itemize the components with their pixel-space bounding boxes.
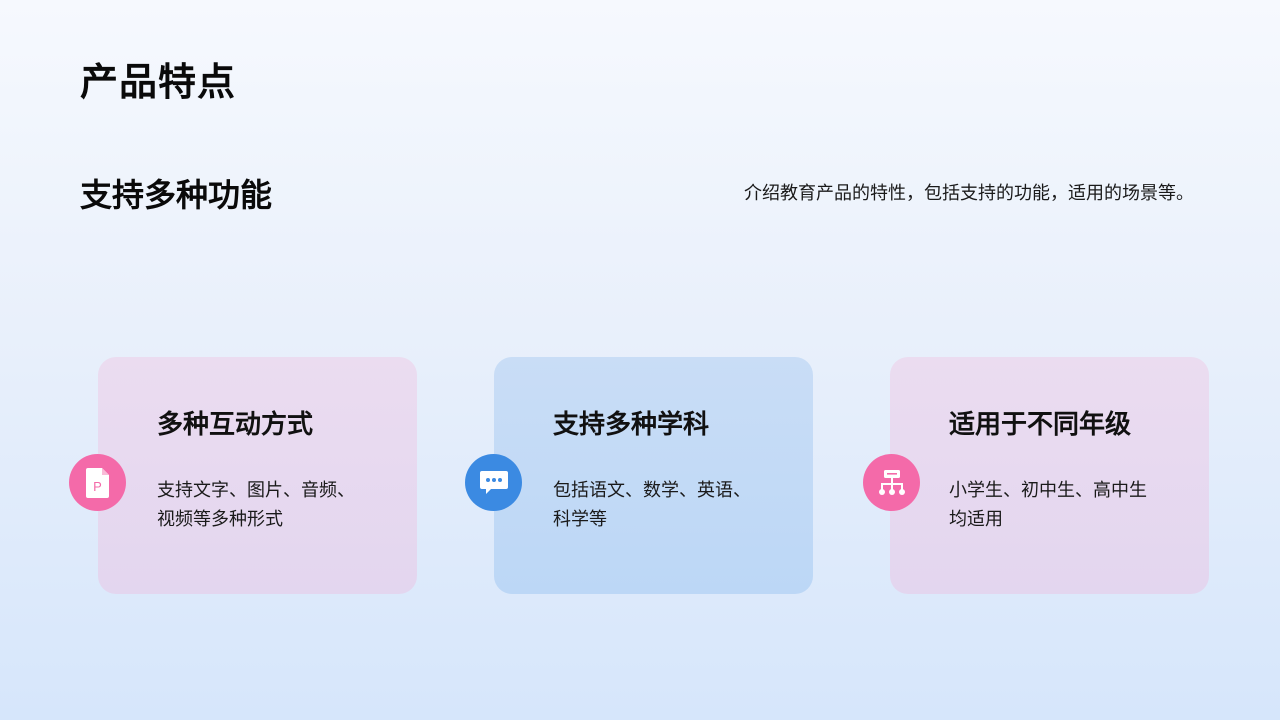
card-title: 支持多种学科 xyxy=(553,410,710,440)
section-description: 介绍教育产品的特性，包括支持的功能，适用的场景等。 xyxy=(744,183,1194,204)
svg-text:P: P xyxy=(93,479,102,494)
section-title: 支持多种功能 xyxy=(80,176,273,214)
card-text: 支持文字、图片、音频、视频等多种形式 xyxy=(157,480,355,530)
document-p-icon: P xyxy=(69,454,126,511)
feature-card-grades: 适用于不同年级 小学生、初中生、高中生均适用 xyxy=(890,357,1209,594)
feature-card-interaction: 多种互动方式 支持文字、图片、音频、视频等多种形式 xyxy=(98,357,417,594)
card-title: 多种互动方式 xyxy=(157,410,314,440)
card-text: 小学生、初中生、高中生均适用 xyxy=(949,480,1147,530)
page-title: 产品特点 xyxy=(80,60,237,104)
hierarchy-icon xyxy=(863,454,920,511)
feature-card-subjects: 支持多种学科 包括语文、数学、英语、科学等 xyxy=(494,357,813,594)
card-title: 适用于不同年级 xyxy=(949,410,1132,440)
chat-bubble-icon xyxy=(465,454,522,511)
card-text: 包括语文、数学、英语、科学等 xyxy=(553,480,751,530)
